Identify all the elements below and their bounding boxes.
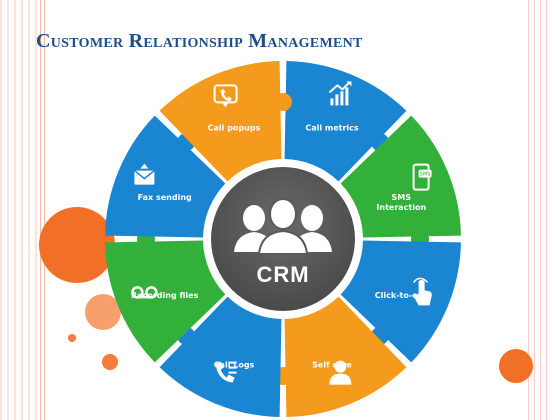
- segment-shape: [105, 240, 226, 363]
- people-icon: [234, 198, 332, 255]
- svg-text:SMS: SMS: [420, 172, 431, 178]
- segment-label: Call Logs: [214, 360, 255, 369]
- call-popup-icon: [213, 84, 238, 108]
- center-label: CRM: [256, 262, 309, 287]
- user-icon: [329, 360, 352, 385]
- fax-icon: [133, 163, 155, 185]
- decor-circle-medium: [85, 294, 121, 330]
- call-log-icon: [215, 361, 237, 383]
- stripe-line: [40, 0, 41, 420]
- segment-label: Recording files: [131, 291, 199, 300]
- segment-label: Call popups: [208, 124, 261, 133]
- segment-label: Call metrics: [305, 124, 359, 133]
- puzzle-tab: [274, 93, 292, 111]
- segment-shape: [105, 115, 226, 238]
- segment-label: Fax sending: [138, 193, 192, 202]
- left-stripe-decoration: [0, 0, 38, 420]
- slide-title: Customer Relationship Management: [36, 30, 363, 52]
- decor-circle-right: [499, 349, 533, 383]
- segment-call-popups: Call popups: [159, 61, 292, 182]
- segment-label: Click-to-call: [375, 291, 428, 300]
- sms-phone-icon: SMS: [412, 163, 432, 191]
- segment-shape: [340, 115, 461, 238]
- chart-icon: [328, 81, 352, 106]
- segment-shape: [340, 240, 461, 363]
- segment-label: Self care: [312, 360, 352, 369]
- segment-shape: [159, 296, 282, 417]
- decor-circle-tiny: [68, 334, 76, 342]
- segment-shape: [284, 61, 407, 182]
- touch-icon: [413, 277, 432, 306]
- segment-self-care: Self care: [274, 296, 407, 417]
- decor-circle-large: [39, 207, 115, 283]
- decor-circle-small: [102, 354, 118, 370]
- segment-shape: [284, 296, 407, 417]
- voicemail-icon: [131, 286, 158, 299]
- stripe-line: [44, 0, 45, 420]
- segment-shape: [159, 61, 282, 182]
- right-stripe-decoration: [528, 0, 552, 420]
